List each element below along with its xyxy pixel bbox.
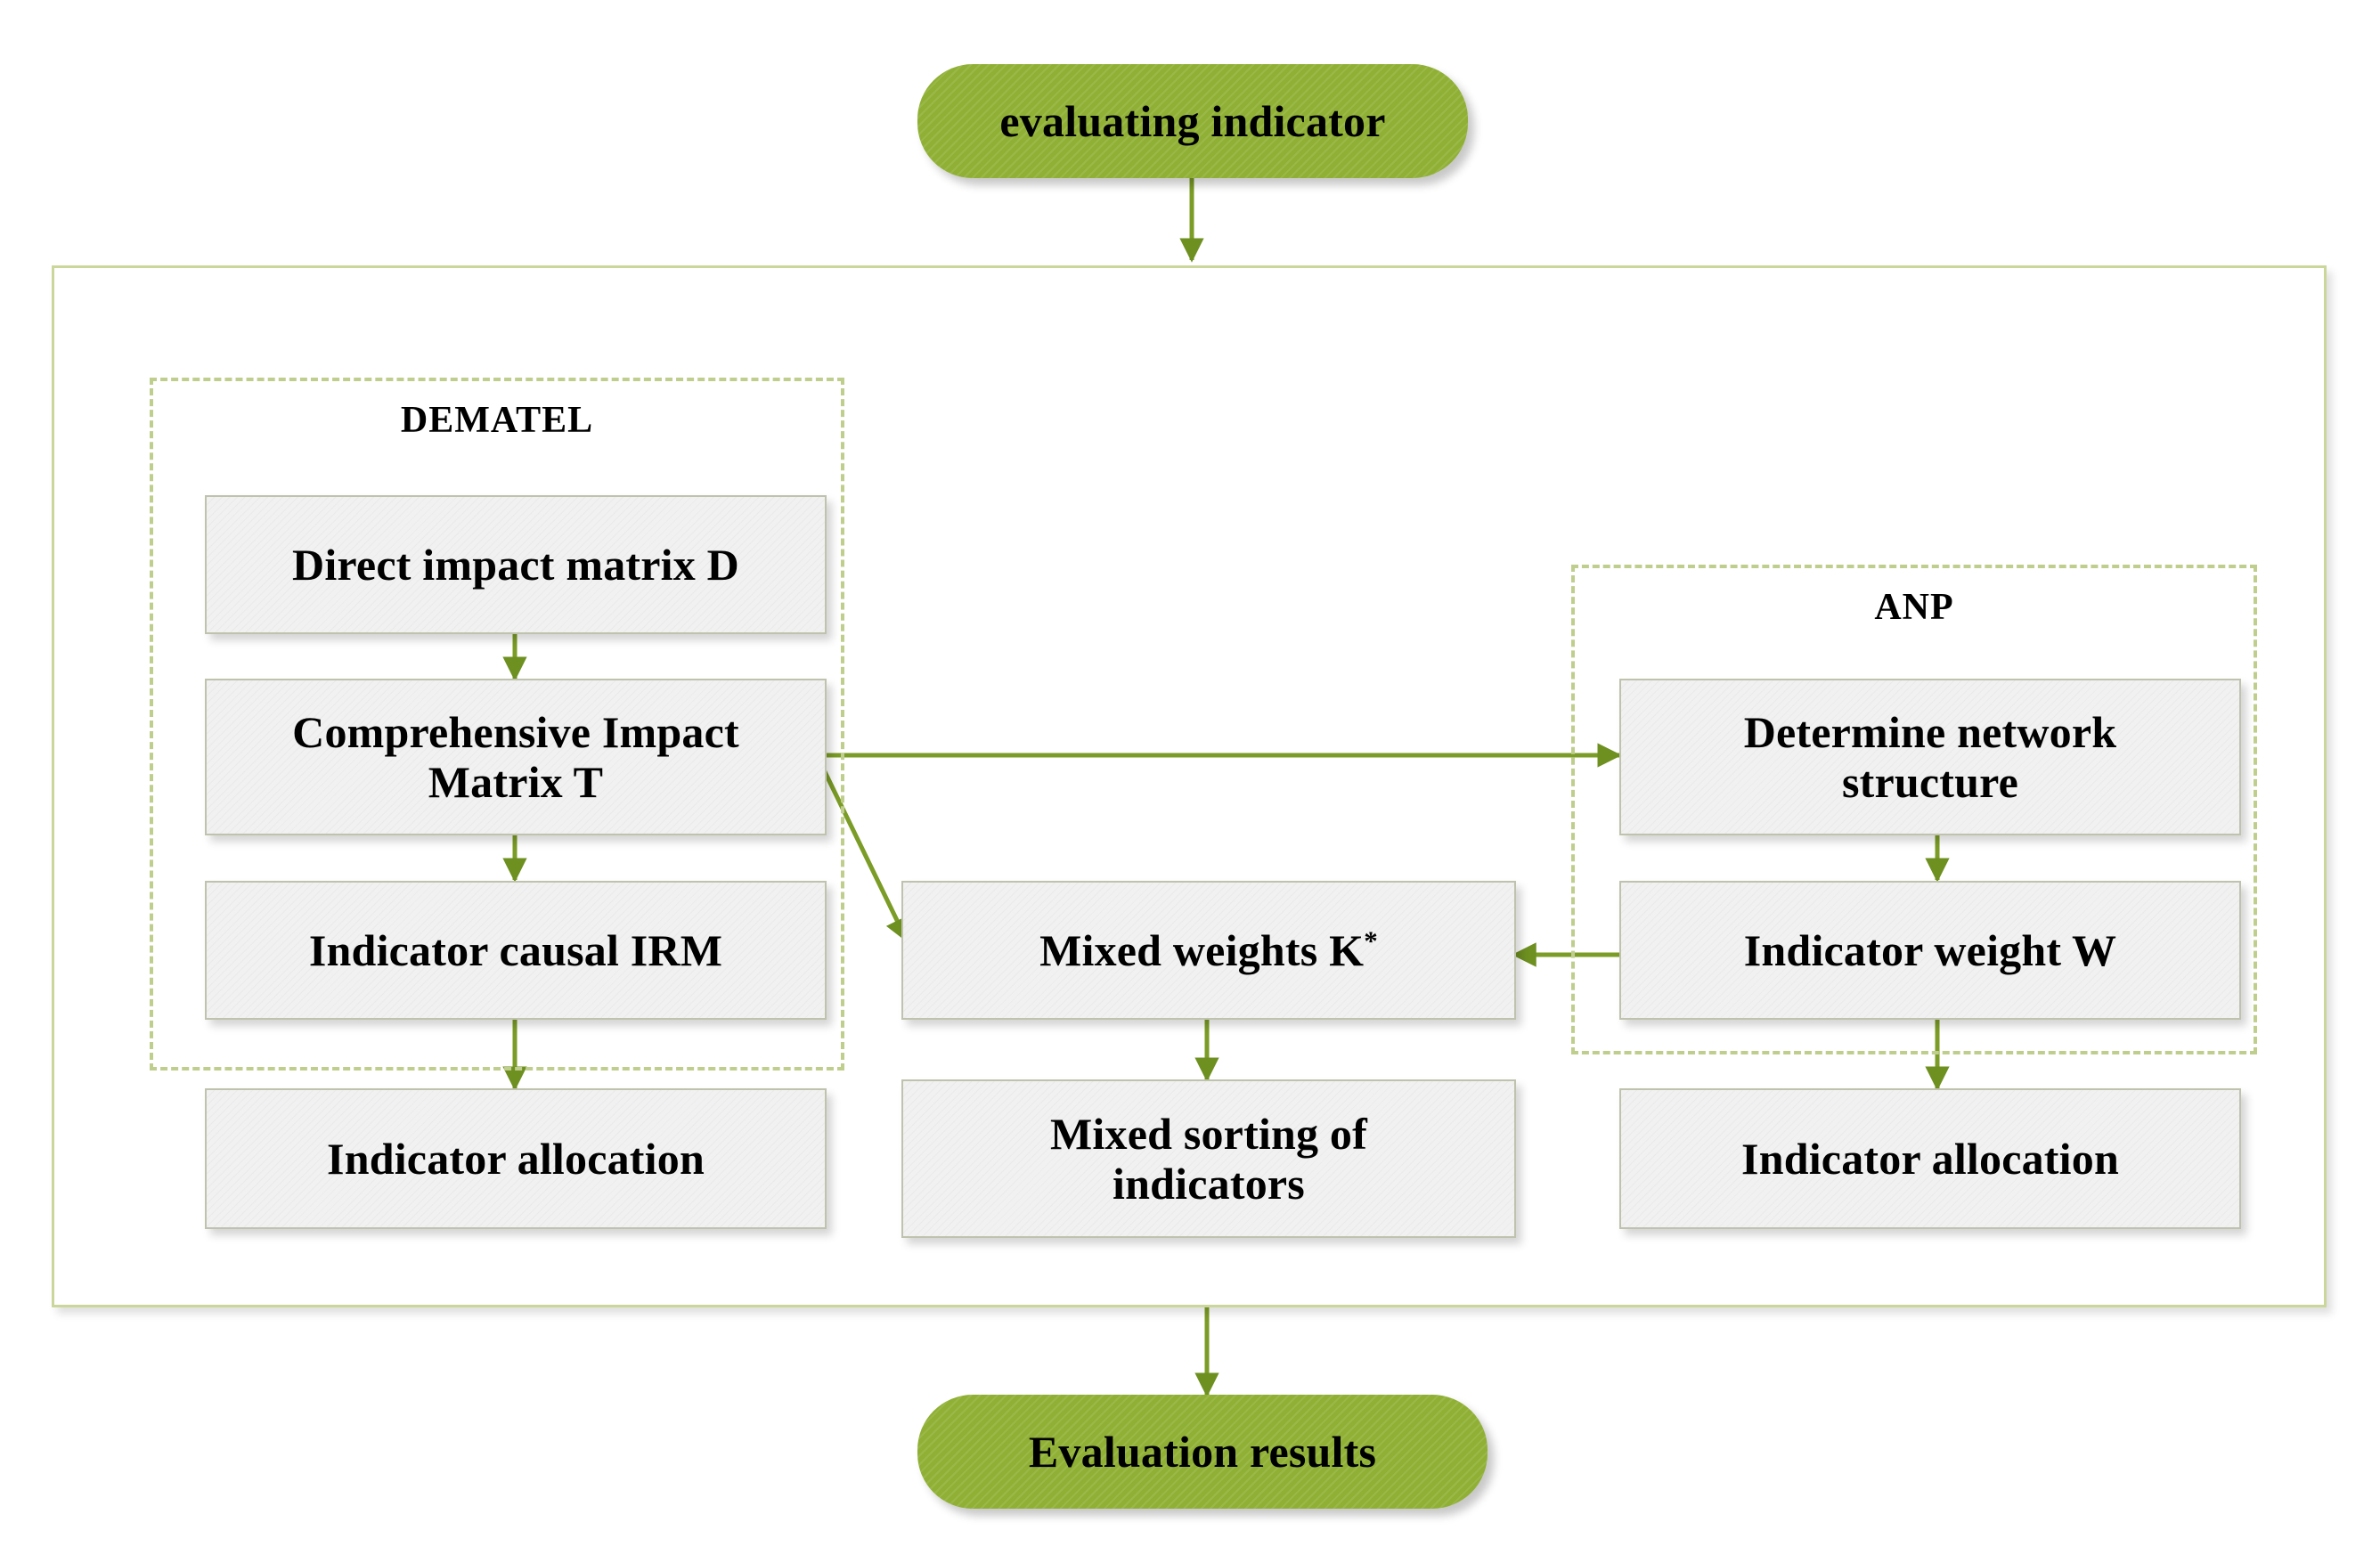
mixed-sorting-label-line1: Mixed sorting of	[1050, 1109, 1367, 1159]
indicator-weight-label: Indicator weight W	[1743, 925, 2117, 975]
mixed-weights-superscript: *	[1364, 924, 1378, 957]
mixed-weights-label-text: Mixed weights K	[1039, 925, 1365, 975]
indicator-allocation-right-node[interactable]: Indicator allocation	[1619, 1088, 2241, 1229]
direct-impact-matrix-label: Direct impact matrix D	[292, 540, 739, 590]
indicator-causal-irm-node[interactable]: Indicator causal IRM	[205, 881, 827, 1020]
indicator-allocation-left-label: Indicator allocation	[327, 1134, 705, 1184]
indicator-causal-irm-label: Indicator causal IRM	[308, 925, 723, 975]
mixed-sorting-node[interactable]: Mixed sorting of indicators	[901, 1079, 1516, 1238]
mixed-weights-label: Mixed weights K*	[1039, 925, 1378, 975]
start-node[interactable]: evaluating indicator	[917, 64, 1468, 178]
comprehensive-impact-matrix-label-line1: Comprehensive Impact	[292, 707, 739, 757]
comprehensive-impact-matrix-label-line2: Matrix T	[428, 757, 604, 807]
end-node-label: Evaluation results	[1028, 1427, 1377, 1477]
dematel-group	[150, 378, 844, 1071]
comprehensive-impact-matrix-node[interactable]: Comprehensive Impact Matrix T	[205, 679, 827, 835]
determine-network-structure-node[interactable]: Determine network structure	[1619, 679, 2241, 835]
mixed-weights-node[interactable]: Mixed weights K*	[901, 881, 1516, 1020]
indicator-weight-node[interactable]: Indicator weight W	[1619, 881, 2241, 1020]
anp-group-label: ANP	[1874, 587, 1954, 628]
indicator-allocation-left-node[interactable]: Indicator allocation	[205, 1088, 827, 1229]
end-node[interactable]: Evaluation results	[917, 1395, 1488, 1509]
mixed-sorting-label-line2: indicators	[1113, 1159, 1305, 1209]
indicator-allocation-right-label: Indicator allocation	[1741, 1134, 2119, 1184]
process-frame	[52, 265, 2327, 1307]
determine-network-structure-label-line1: Determine network	[1743, 707, 2117, 757]
start-node-label: evaluating indicator	[999, 96, 1386, 146]
direct-impact-matrix-node[interactable]: Direct impact matrix D	[205, 495, 827, 634]
determine-network-structure-label-line2: structure	[1841, 757, 2019, 807]
anp-group	[1571, 565, 2257, 1054]
dematel-group-label: DEMATEL	[400, 400, 594, 441]
